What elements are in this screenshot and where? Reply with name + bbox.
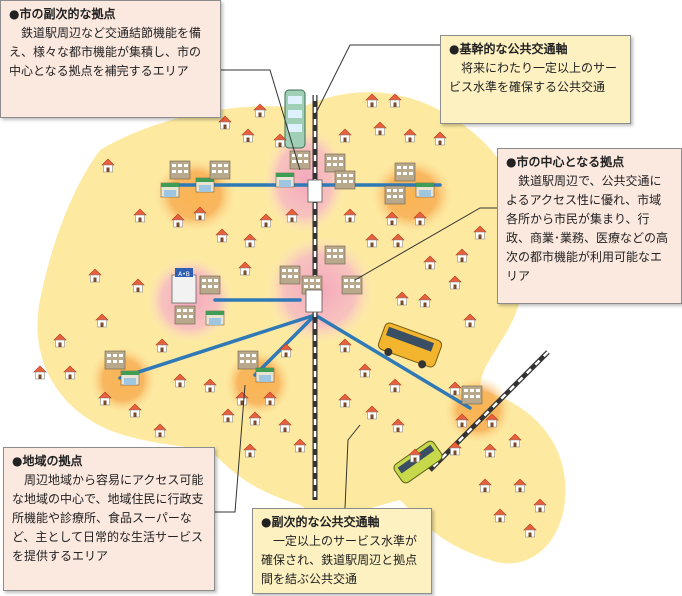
hospital-sign: A•B bbox=[178, 271, 190, 278]
callout-sub-hub: ●市の副次的な拠点 鉄道駅周辺など交通結節機能を備え、様々な都市機能が集積し、市… bbox=[0, 0, 221, 118]
diagonal-railway bbox=[428, 350, 550, 472]
callout-trunk-line-body: 将来にわたり一定以上のサービス水準を確保する公共交通 bbox=[449, 61, 618, 94]
city-center-glow bbox=[263, 125, 347, 235]
callout-regional-hub-body: 周辺地域から容易にアクセス可能な地域の中心で、地域住民に行政支所機能や診療所、食… bbox=[12, 473, 204, 563]
callout-city-center-title: ●市の中心となる拠点 bbox=[506, 155, 625, 169]
callout-trunk-line-title: ●基幹的な公共交通軸 bbox=[449, 42, 568, 56]
hospital-buildings: A•B bbox=[171, 268, 225, 326]
callout-regional-hub: ●地域の拠点 周辺地域から容易にアクセス可能な地域の中心で、地域住民に行政支所機… bbox=[3, 447, 215, 591]
train-icon bbox=[284, 89, 306, 149]
callout-trunk-line: ●基幹的な公共交通軸 将来にわたり一定以上のサービス水準を確保する公共交通 bbox=[440, 35, 631, 124]
callout-secondary-line-title: ●副次的な公共交通軸 bbox=[261, 515, 380, 529]
callout-secondary-line: ●副次的な公共交通軸 一定以上のサービス水準が確保され、鉄道駅周辺と拠点間を結ぶ… bbox=[252, 508, 432, 594]
callout-city-center-body: 鉄道駅周辺で、公共交通によるアクセス性に優れ、市域各所から市民が集まり、行政、商… bbox=[506, 174, 669, 283]
city-center-buildings bbox=[279, 150, 363, 313]
callout-city-center: ●市の中心となる拠点 鉄道駅周辺で、公共交通によるアクセス性に優れ、市域各所から… bbox=[497, 148, 682, 304]
callout-leaders bbox=[205, 44, 497, 513]
callout-sub-hub-body: 鉄道駅周辺など交通結節機能を備え、様々な都市機能が集積し、市の中心となる拠点を補… bbox=[9, 26, 202, 78]
callout-regional-hub-title: ●地域の拠点 bbox=[12, 454, 83, 468]
callout-sub-hub-title: ●市の副次的な拠点 bbox=[9, 7, 116, 21]
callout-secondary-line-body: 一定以上のサービス水準が確保され、鉄道駅周辺と拠点間を結ぶ公共交通 bbox=[261, 534, 418, 586]
bus-icon bbox=[377, 322, 443, 369]
